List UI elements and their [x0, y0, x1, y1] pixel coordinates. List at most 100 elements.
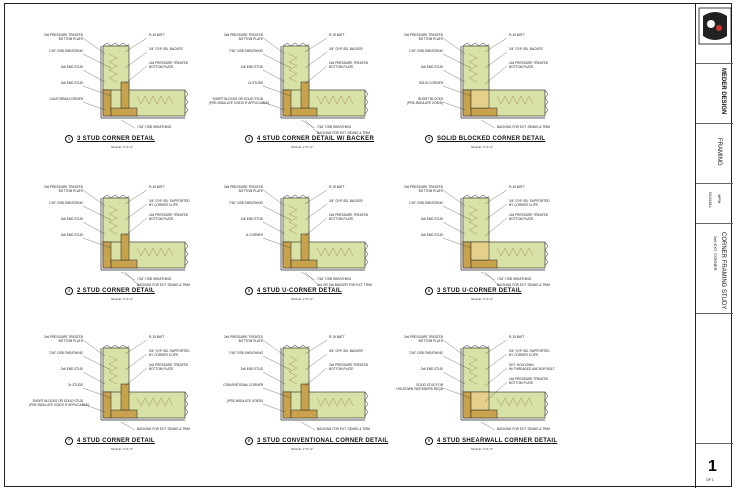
- callout-label: 2x6 END STUD: [420, 65, 443, 69]
- leader-line: [82, 221, 106, 235]
- break-line-top: [462, 344, 490, 349]
- leader-line: [484, 339, 508, 355]
- detail-title: 2 STUD CORNER DETAIL: [77, 288, 155, 294]
- detail-scale: SCALE: 1"=1'-0": [291, 447, 313, 451]
- detail-title: 4 STUD CORNER DETAIL: [77, 438, 155, 444]
- detail-scale: SCALE: 1"=1'-0": [111, 447, 133, 451]
- drawing-sheet: 2x6 PRESSURE TREATED BOTTOM PLATE 7/16" O…: [4, 3, 733, 488]
- inner-stud: [300, 233, 310, 261]
- detail-title: 3 STUD CONVENTIONAL CORNER DETAIL: [257, 438, 389, 444]
- end-stud: [110, 259, 138, 269]
- callout-label: 3/4" GYP. BD. SUPPORTED BY CORNER CLIPS: [509, 349, 550, 357]
- end-stud: [290, 409, 318, 419]
- leader-line: [262, 85, 292, 97]
- callout-label: (PRE-INSULATE VOIDS): [227, 399, 263, 403]
- end-stud: [470, 409, 498, 419]
- callout-label: 2x6 PRESSURE TREATED BOTTOM PLATE: [329, 213, 369, 221]
- callout-label: BACKING FOR EXT. SIDING & TRIM: [497, 427, 551, 431]
- detail-scale: SCALE: 1"=1'-0": [291, 297, 313, 301]
- callout-label: R-19 BATT: [149, 185, 165, 189]
- break-line-top: [102, 42, 130, 47]
- leader-line: [304, 367, 328, 387]
- batt-insulation-vertical: [108, 355, 118, 385]
- callout-label: R-19 BATT: [149, 33, 165, 37]
- leader-line: [442, 69, 466, 83]
- corner-stud: [462, 391, 472, 419]
- leader-line: [304, 339, 328, 355]
- batt-insulation: [316, 397, 354, 407]
- leader-line: [304, 217, 328, 237]
- leader-line: [304, 271, 320, 287]
- leader-line: [262, 237, 292, 249]
- callout-label: 2x6 PRESSURE TREATED BOTTOM PLATE: [223, 33, 263, 41]
- callout-label: U-CORNER: [245, 233, 263, 237]
- break-line-right: [364, 241, 369, 267]
- leader-line: [82, 37, 106, 55]
- leader-line: [120, 119, 136, 129]
- leader-line: [82, 355, 112, 371]
- callout-label: 2x6 END STUD: [60, 367, 83, 371]
- callout-label: 7/16" OSB SHEATHING: [228, 351, 263, 355]
- leader-line: [484, 189, 508, 205]
- leader-line: [442, 189, 466, 207]
- leader-line: [304, 203, 328, 221]
- callout-label: 2x6 PRESSURE TREATED BOTTOM PLATE: [329, 61, 369, 69]
- leader-line: [82, 53, 112, 69]
- callout-label: 2x6 PRESSURE TREATED BOTTOM PLATE: [403, 33, 443, 41]
- corner-stud: [282, 391, 292, 419]
- leader-line: [124, 51, 148, 69]
- leader-line: [262, 355, 292, 371]
- leader-line: [82, 85, 112, 97]
- callout-label: 7/16" OSB SHEATHING: [228, 49, 263, 53]
- leader-line: [484, 217, 508, 237]
- batt-insulation-vertical: [108, 205, 118, 235]
- batt-insulation-vertical: [288, 53, 298, 83]
- break-line-top: [282, 42, 310, 47]
- framing-drawing: [82, 37, 189, 129]
- callout-label: 7/16" OSB SHEATHING: [408, 201, 443, 205]
- leader-line: [262, 101, 286, 111]
- callout-label: 7/16" OSB SHEATHING: [48, 201, 83, 205]
- corner-stud: [462, 89, 472, 117]
- detail-title: 3 STUD U-CORNER DETAIL: [437, 288, 522, 294]
- leader-line: [304, 65, 328, 85]
- framing-drawing: [442, 37, 549, 129]
- corner-stud: [102, 89, 112, 117]
- sheet-name-box: FRAMING: [696, 124, 733, 184]
- leader-line: [484, 51, 508, 69]
- leader-line: [124, 37, 148, 53]
- callout-label: BACKING FOR EXT. SIDING & TRIM: [497, 125, 551, 129]
- callout-label: 2x6 PRESSURE TREATED BOTTOM PLATE: [223, 185, 263, 193]
- detail-number: 7: [65, 437, 73, 445]
- leader-line: [300, 119, 316, 129]
- detail-number: 2: [245, 135, 253, 143]
- firm-name: MEDER DESIGN: [720, 68, 726, 115]
- leader-line: [124, 367, 148, 387]
- leader-line: [124, 65, 148, 85]
- break-line-right: [544, 391, 549, 417]
- detail-title: 3 STUD CORNER DETAIL: [77, 136, 155, 142]
- corner-detail-2: 2x6 PRESSURE TREATED BOTTOM PLATE 7/16" O…: [205, 24, 405, 164]
- detail-number: 9: [425, 437, 433, 445]
- leader-line: [262, 205, 292, 221]
- detail-scale: SCALE: 1"=1'-0": [471, 297, 493, 301]
- callout-label: R-19 BATT: [329, 185, 345, 189]
- callout-label: BACKING FOR EXT. SIDING & TRIM: [137, 283, 191, 287]
- leader-line: [262, 69, 286, 83]
- break-line-right: [544, 89, 549, 115]
- detail-number: 3: [425, 135, 433, 143]
- break-line-right: [184, 241, 189, 267]
- leader-line: [262, 53, 292, 69]
- batt-insulation: [136, 247, 174, 257]
- callout-label: BACKING FOR EXT. SIDING & TRIM: [317, 427, 371, 431]
- leader-line: [82, 387, 112, 399]
- callout-label: 2x6 END STUD: [240, 65, 263, 69]
- callout-label: R-19 BATT: [509, 33, 525, 37]
- callout-label: SOLID CORNER: [418, 81, 443, 85]
